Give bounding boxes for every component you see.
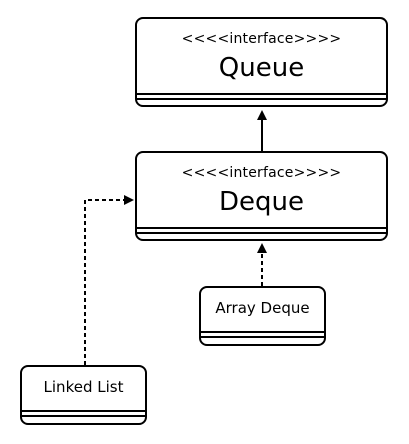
divider bbox=[201, 331, 324, 333]
class-box-deque[interactable]: <<<<interface>>>> Deque bbox=[135, 151, 388, 241]
divider bbox=[22, 410, 145, 412]
class-name-queue: Queue bbox=[218, 53, 305, 83]
divider bbox=[137, 93, 386, 95]
edge-linked-list-to-deque bbox=[84, 195, 134, 365]
stereotype-label: <<<<interface>>>> bbox=[181, 165, 342, 181]
class-header-array-deque: Array Deque bbox=[201, 288, 324, 317]
class-header-queue: <<<<interface>>>> Queue bbox=[137, 19, 386, 83]
class-box-array-deque[interactable]: Array Deque bbox=[199, 286, 326, 346]
divider bbox=[137, 227, 386, 229]
divider bbox=[201, 336, 324, 338]
class-name-array-deque: Array Deque bbox=[215, 299, 310, 317]
class-box-queue[interactable]: <<<<interface>>>> Queue bbox=[135, 17, 388, 107]
divider bbox=[137, 232, 386, 234]
divider bbox=[22, 415, 145, 417]
class-name-linked-list: Linked List bbox=[43, 378, 124, 396]
class-header-linked-list: Linked List bbox=[22, 367, 145, 396]
divider bbox=[137, 98, 386, 100]
class-name-deque: Deque bbox=[219, 187, 304, 217]
class-box-linked-list[interactable]: Linked List bbox=[20, 365, 147, 425]
class-header-deque: <<<<interface>>>> Deque bbox=[137, 153, 386, 217]
stereotype-label: <<<<interface>>>> bbox=[181, 31, 342, 47]
